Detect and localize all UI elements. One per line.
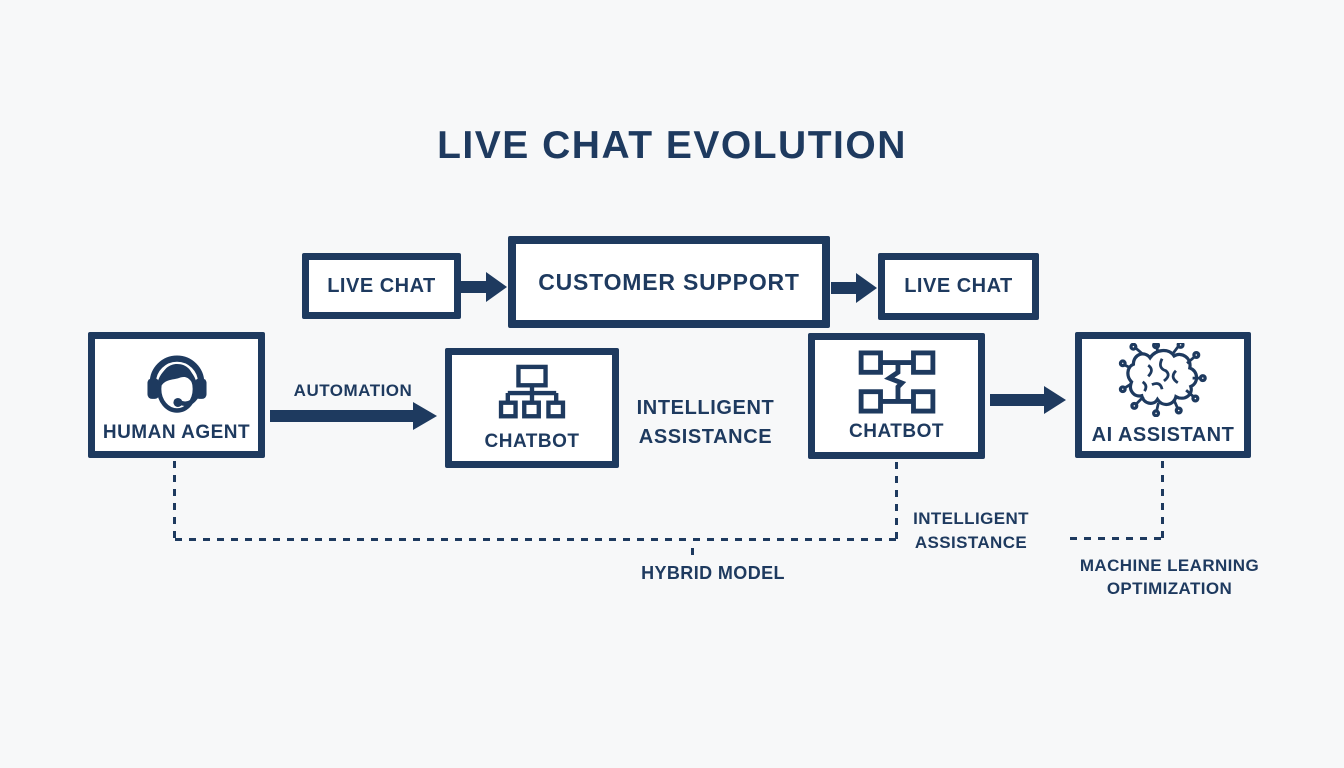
page-title: LIVE CHAT EVOLUTION — [437, 124, 907, 167]
node-customer-support: CUSTOMER SUPPORT — [508, 236, 830, 328]
node-label: CHATBOT — [849, 420, 944, 442]
node-label: LIVE CHAT — [904, 275, 1013, 297]
intelligent-assistance-annotation: INTELLIGENT ASSISTANCE — [906, 507, 1036, 555]
node-label: HUMAN AGENT — [102, 421, 251, 443]
dashed-line-chatbot-down — [895, 462, 898, 540]
machine-learning-annotation-line1: MACHINE LEARNING — [1079, 556, 1260, 575]
arrow-live-chat-to-customer-support — [461, 272, 507, 302]
intelligent-assistance-annotation-line1: INTELLIGENT — [913, 509, 1029, 528]
decision-flow-icon — [858, 349, 935, 414]
intelligent-assistance-line2: ASSISTANCE — [638, 426, 773, 448]
arrow-customer-support-to-live-chat — [831, 273, 877, 303]
dashed-line-machine-learning — [1070, 537, 1164, 540]
intelligent-assistance-line1: INTELLIGENT — [636, 397, 775, 419]
support-agent-headset-icon — [146, 355, 207, 413]
dashed-line-ai-assistant-down — [1161, 461, 1164, 539]
node-human-agent: HUMAN AGENT — [88, 332, 265, 458]
arrow-head-icon — [413, 402, 437, 430]
ai-brain-circuit-icon — [1118, 343, 1207, 417]
node-label: AI ASSISTANT — [1091, 424, 1235, 446]
node-chatbot-advanced: CHATBOT — [808, 333, 985, 459]
arrow-head-icon — [486, 272, 507, 302]
node-label: LIVE CHAT — [327, 274, 436, 297]
intelligent-assistance-annotation-line2: ASSISTANCE — [914, 533, 1028, 552]
arrow-shaft — [461, 281, 486, 293]
arrow-shaft — [270, 410, 413, 422]
arrow-shaft — [990, 394, 1044, 406]
arrow-head-icon — [1044, 386, 1066, 414]
node-chatbot-basic: CHATBOT — [445, 348, 619, 468]
arrow-shaft — [831, 282, 856, 294]
automation-label: AUTOMATION — [293, 381, 413, 400]
machine-learning-annotation: MACHINE LEARNING OPTIMIZATION — [1072, 554, 1267, 600]
dashed-line-hybrid-model — [175, 538, 897, 541]
node-ai-assistant: AI ASSISTANT — [1075, 332, 1251, 458]
hierarchy-tree-icon — [498, 364, 566, 418]
automation-arrow — [270, 402, 437, 430]
intelligent-assistance-label: INTELLIGENT ASSISTANCE — [618, 394, 793, 452]
arrow-head-icon — [856, 273, 877, 303]
hybrid-model-label: HYBRID MODEL — [641, 563, 785, 583]
dashed-line-human-agent-down — [173, 461, 176, 540]
arrow-chatbot-to-ai-assistant — [990, 386, 1066, 414]
node-label: CHATBOT — [484, 430, 580, 452]
machine-learning-annotation-line2: OPTIMIZATION — [1106, 579, 1233, 598]
node-live-chat-right: LIVE CHAT — [878, 253, 1039, 320]
dashed-tick-hybrid-model — [691, 548, 694, 557]
node-label: CUSTOMER SUPPORT — [538, 268, 800, 295]
node-live-chat-left: LIVE CHAT — [302, 253, 461, 319]
